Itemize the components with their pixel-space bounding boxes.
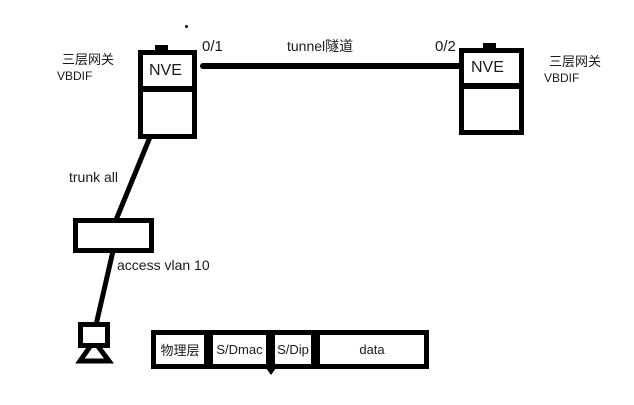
left-gateway-annotation: 三层网关 VBDIF — [57, 51, 114, 85]
right-nve-label-cell: NVE — [464, 53, 519, 89]
switch-box — [73, 218, 154, 253]
packet-field-sdip: S/Dip — [275, 335, 311, 364]
terminal-screen-icon — [78, 322, 110, 348]
port-0-2-label: 0/2 — [435, 38, 456, 55]
right-nve-box: NVE — [459, 48, 524, 135]
left-nve-label: NVE — [149, 61, 182, 79]
right-gateway-subtitle: VBDIF — [544, 71, 580, 85]
right-nve-label: NVE — [471, 59, 504, 76]
pen-mark-right-box-top — [483, 43, 496, 50]
packet-field-physical-layer: 物理层 — [156, 335, 204, 364]
left-gateway-title: 三层网关 — [62, 52, 115, 67]
access-vlan-label: access vlan 10 — [117, 257, 210, 273]
port-0-1-label: 0/1 — [202, 38, 223, 55]
right-gateway-annotation: 三层网关 VBDIF — [544, 53, 601, 87]
access-link-line — [93, 248, 116, 328]
packet-frame-tick-mark — [266, 368, 276, 375]
terminal-stand-icon — [75, 336, 114, 364]
packet-field-data: data — [320, 335, 424, 364]
left-gateway-subtitle: VBDIF — [57, 69, 93, 83]
pen-mark-left-box-top — [155, 45, 168, 52]
right-gateway-title: 三层网关 — [549, 54, 602, 69]
trunk-label: trunk all — [69, 169, 119, 185]
left-nve-box: NVE — [138, 50, 197, 139]
packet-field-sdmac: S/Dmac — [213, 335, 266, 364]
trunk-link-line — [113, 134, 153, 223]
stray-pen-dot — [185, 25, 188, 28]
left-nve-label-cell: NVE — [143, 55, 192, 92]
tunnel-label: tunnel隧道 — [287, 38, 354, 54]
packet-frame-table: 物理层 S/Dmac S/Dip data — [151, 330, 429, 369]
